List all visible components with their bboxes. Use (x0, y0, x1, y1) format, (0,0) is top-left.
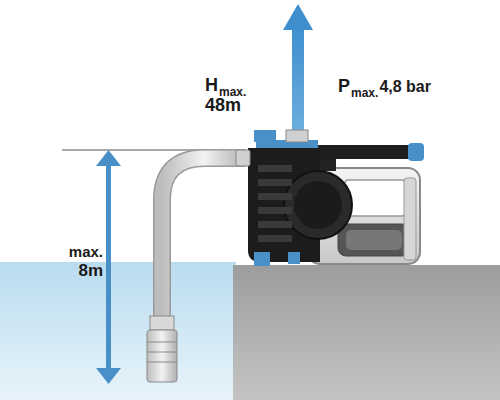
platform (233, 265, 500, 400)
pump-rib (258, 235, 292, 242)
pump-rib (258, 165, 292, 172)
symbol-p: P (338, 77, 350, 95)
symbol-h: H (205, 76, 218, 94)
hose (162, 158, 246, 322)
subscript: max. (351, 87, 378, 99)
handle (316, 143, 424, 171)
pump-body (236, 130, 352, 266)
pump-rib (258, 193, 292, 200)
pump-rib (258, 179, 292, 186)
head-arrow (283, 4, 313, 138)
pressure-value: 4,8 bar (379, 79, 431, 95)
dimension-value: 8m (78, 262, 103, 279)
head-value: 48m (205, 96, 241, 114)
hose-outline (162, 158, 246, 322)
pump-rib (258, 207, 292, 214)
pump-ribs (258, 165, 292, 242)
dimension-prefix: max. (69, 244, 103, 259)
water (0, 262, 236, 400)
foot-valve (147, 316, 177, 382)
pump-rib (258, 221, 292, 228)
